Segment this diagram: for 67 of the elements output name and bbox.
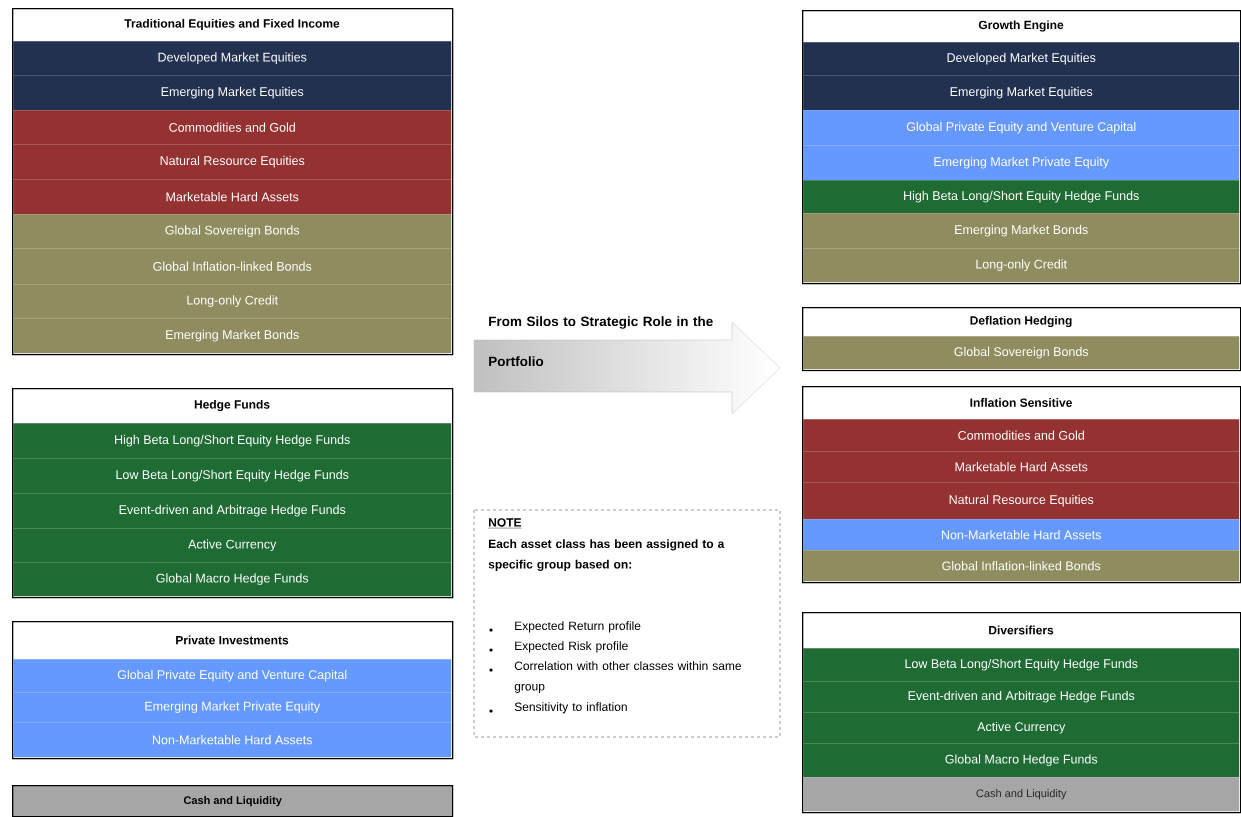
asset-row: Emerging Market Equities (13, 75, 452, 111)
asset-row: Global Private Equity and Venture Capital (13, 659, 452, 693)
asset-row: Global Macro Hedge Funds (803, 743, 1240, 778)
note-box: NOTE Each asset class has been assigned to a specific group based on: Expected Return profile Expected Risk profile Correlation with other classes within same group Sensitivity to inflation (473, 509, 781, 738)
asset-row: Long-only Credit (803, 248, 1240, 283)
node-label: Developed Market Equities (158, 52, 307, 65)
asset-row: Natural Resource Equities (13, 144, 452, 180)
asset-row: Emerging Market Private Equity (803, 145, 1240, 181)
asset-row: High Beta Long/Short Equity Hedge Funds (13, 423, 452, 459)
node-label: Global Inflation-linked Bonds (153, 261, 312, 271)
node-label: Commodities and Gold (958, 430, 1084, 440)
asset-row: Global Inflation-linked Bonds (803, 550, 1240, 582)
asset-row: Global Inflation-linked Bonds (13, 248, 452, 285)
node-label: Long-only Credit (976, 259, 1067, 272)
node-label: Emerging Market Bonds (166, 329, 299, 342)
node-label: Long-only Credit (187, 295, 278, 308)
asset-row: Emerging Market Bonds (13, 318, 452, 354)
asset-row: Global Private Equity and Venture Capital (803, 110, 1240, 146)
node-label: Commodities and Gold (169, 122, 295, 132)
node-label: Global Private Equity and Venture Capital (117, 669, 347, 682)
asset-row: Emerging Market Private Equity (13, 692, 452, 723)
asset-row: Low Beta Long/Short Equity Hedge Funds (803, 648, 1240, 682)
asset-row: Active Currency (13, 528, 452, 563)
node-label: Emerging Market Private Equity (145, 701, 321, 714)
node-label: Marketable Hard Assets (955, 462, 1088, 472)
node-label: Global Sovereign Bonds (165, 225, 300, 238)
asset-row: Marketable Hard Assets (13, 179, 452, 215)
node-label: Active Currency (977, 721, 1066, 734)
asset-row: Long-only Credit (13, 284, 452, 319)
node-label: Emerging Market Private Equity (934, 156, 1110, 169)
asset-row: Non-Marketable Hard Assets (13, 722, 452, 758)
node-label: Event-driven and Arbitrage Hedge Funds (119, 504, 346, 517)
cash-box: Cash and Liquidity (12, 785, 454, 817)
node-label: Non-Marketable Hard Assets (152, 735, 312, 745)
node-label: Global Macro Hedge Funds (156, 573, 309, 586)
asset-row: Event-driven and Arbitrage Hedge Funds (13, 493, 452, 529)
asset-row: Developed Market Equities (803, 42, 1240, 76)
node-label: Natural Resource Equities (160, 155, 305, 168)
asset-row: Low Beta Long/Short Equity Hedge Funds (13, 458, 452, 494)
asset-row: Emerging Market Bonds (803, 213, 1240, 249)
asset-row: Global Sovereign Bonds (803, 336, 1240, 370)
asset-row: Emerging Market Equities (803, 75, 1240, 111)
asset-row: Event-driven and Arbitrage Hedge Funds (803, 681, 1240, 713)
asset-row: Commodities and Gold (13, 110, 452, 145)
asset-row: Cash and Liquidity (803, 777, 1240, 812)
asset-row: Non-Marketable Hard Assets (803, 519, 1240, 551)
node-label: Developed Market Equities (947, 52, 1096, 65)
node-label: Global Private Equity and Venture Capital (906, 121, 1136, 134)
node-label: Low Beta Long/Short Equity Hedge Funds (116, 469, 349, 482)
node-label: Event-driven and Arbitrage Hedge Funds (908, 690, 1135, 703)
asset-row: Global Sovereign Bonds (13, 214, 452, 249)
asset-row: Natural Resource Equities (803, 482, 1240, 520)
asset-row: Global Macro Hedge Funds (13, 562, 452, 597)
node-label: High Beta Long/Short Equity Hedge Funds (115, 434, 350, 447)
asset-row: Developed Market Equities (13, 41, 452, 76)
node-label: Low Beta Long/Short Equity Hedge Funds (905, 658, 1138, 671)
node-label: Emerging Market Bonds (955, 224, 1088, 237)
node-label: Active Currency (188, 539, 277, 552)
asset-row: High Beta Long/Short Equity Hedge Funds (803, 180, 1240, 214)
asset-row: Active Currency (803, 712, 1240, 744)
node-label: Natural Resource Equities (949, 494, 1094, 507)
node-label: Emerging Market Equities (161, 86, 304, 99)
node-label: Emerging Market Equities (950, 86, 1093, 99)
node-label: Marketable Hard Assets (166, 192, 299, 202)
asset-row: Commodities and Gold (803, 419, 1240, 452)
node-label: Global Macro Hedge Funds (945, 754, 1098, 767)
asset-row: Marketable Hard Assets (803, 451, 1240, 483)
